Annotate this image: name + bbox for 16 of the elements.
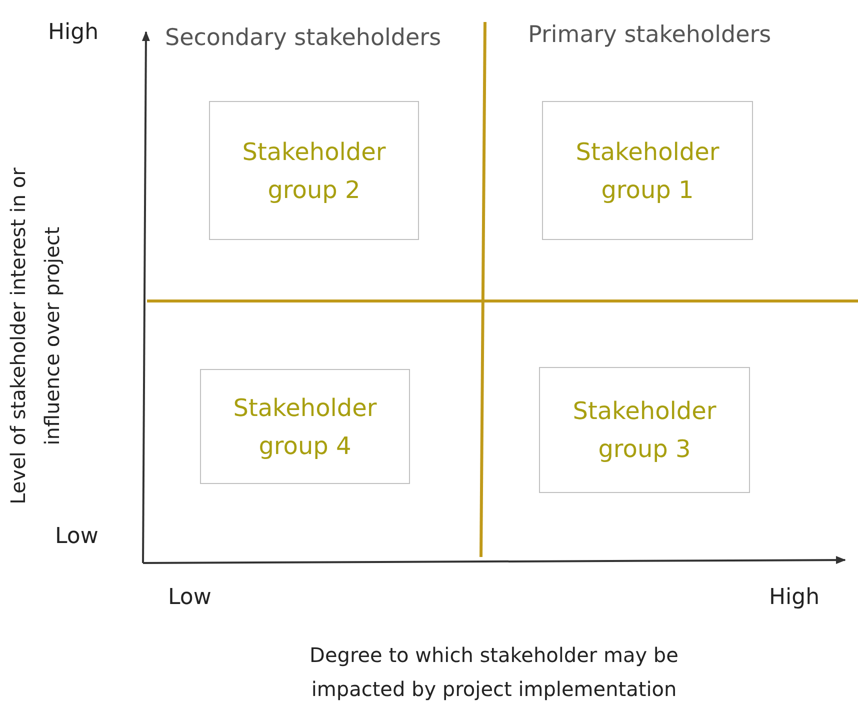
axis-title: Degree to which stakeholder may be impacted by project implementation <box>308 642 680 703</box>
axis-tick-label: Low <box>55 524 98 549</box>
group-label: Stakeholder group 3 <box>572 396 718 465</box>
group-label: Stakeholder group 4 <box>232 392 378 462</box>
quadrant-title: Primary stakeholders <box>528 22 772 48</box>
stakeholder-box <box>539 367 750 493</box>
stakeholder-box <box>209 101 419 240</box>
axis-tick-label: High <box>769 585 820 610</box>
stakeholder-box <box>542 101 753 240</box>
stakeholder-box <box>200 369 410 484</box>
axis-title: Level of stakeholder interest in or influence over project <box>5 166 65 506</box>
axis-tick-label: Low <box>168 585 212 610</box>
group-label: Stakeholder group 1 <box>574 136 720 206</box>
quadrant-title: Secondary stakeholders <box>165 25 442 51</box>
axis-tick-label: High <box>48 20 99 45</box>
group-label: Stakeholder group 2 <box>241 136 387 206</box>
